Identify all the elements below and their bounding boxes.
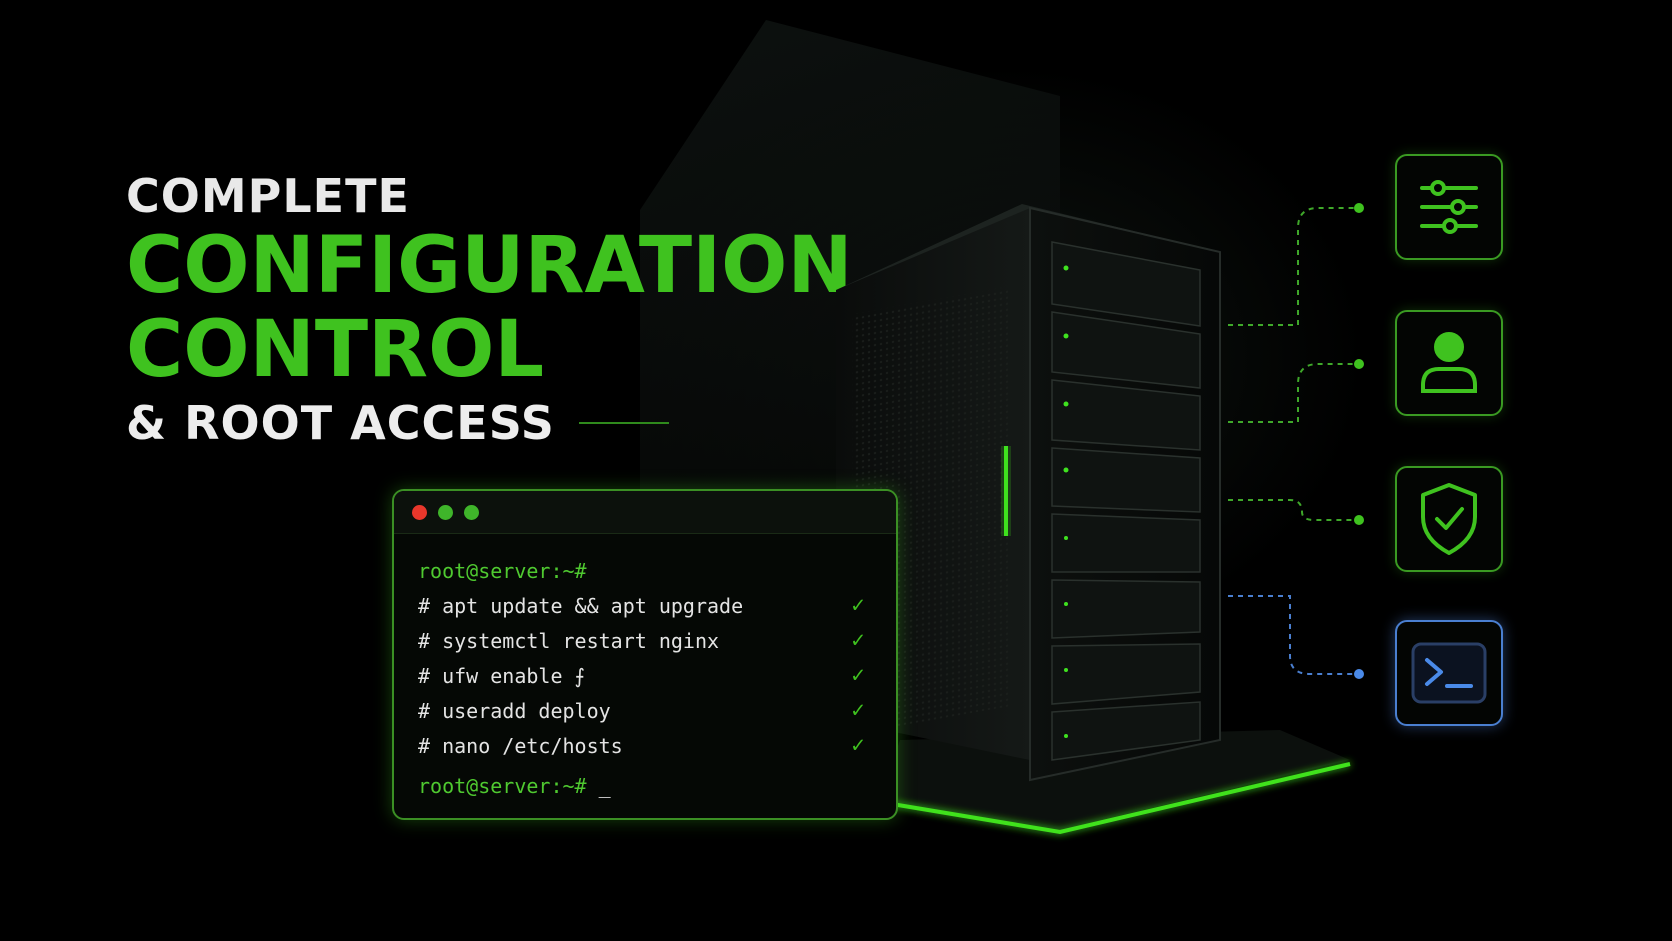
check-icon: ✓: [851, 593, 865, 618]
sliders-icon: [1420, 180, 1478, 234]
check-icon: ✓: [851, 733, 865, 758]
headline-root-access: & ROOT ACCESS: [126, 392, 853, 454]
command-text: # nano /etc/hosts: [418, 733, 623, 758]
terminal-window[interactable]: root@server:~# # apt update && apt upgra…: [392, 489, 898, 820]
command-text: # useradd deploy: [418, 698, 611, 723]
user-icon: [1421, 332, 1477, 393]
command-text: # apt update && apt upgrade: [418, 593, 744, 618]
user-icon-box[interactable]: [1395, 310, 1503, 416]
check-icon: ✓: [851, 663, 865, 688]
headline: COMPLETE CONFIGURATION CONTROL & ROOT AC…: [126, 168, 853, 454]
settings-icon-box[interactable]: [1395, 154, 1503, 260]
check-icon: ✓: [851, 628, 865, 653]
terminal-cursor: _: [598, 774, 611, 798]
shield-check-icon: [1421, 483, 1477, 555]
command-row: # ufw enable ⨍ ✓: [418, 658, 872, 693]
headline-control: CONTROL: [126, 305, 545, 395]
headline-root-access-text: & ROOT ACCESS: [126, 396, 555, 450]
headline-rule: [578, 422, 669, 424]
terminal-prompt-icon: [1411, 642, 1487, 704]
check-icon: ✓: [851, 698, 865, 723]
headline-complete: COMPLETE: [126, 169, 410, 223]
command-row: # useradd deploy ✓: [418, 693, 872, 728]
terminal-prompt: root@server:~#: [418, 559, 587, 583]
command-text: # ufw enable ⨍: [418, 663, 585, 688]
minimize-dot[interactable]: [438, 504, 453, 520]
terminal-icon-box[interactable]: [1395, 620, 1503, 726]
terminal-final-prompt[interactable]: root@server:~# _: [418, 769, 872, 803]
headline-configuration: CONFIGURATION: [126, 221, 853, 311]
command-row: # nano /etc/hosts ✓: [418, 728, 872, 763]
final-prompt-text: root@server:~#: [418, 774, 587, 798]
server-base-platform: [880, 730, 1351, 835]
command-row: # systemctl restart nginx ✓: [418, 623, 872, 658]
maximize-dot[interactable]: [464, 504, 479, 520]
terminal-title-bar: [394, 491, 896, 534]
command-row: # apt update && apt upgrade ✓: [418, 588, 872, 623]
close-dot[interactable]: [412, 504, 427, 520]
command-text: # systemctl restart nginx: [418, 628, 720, 653]
terminal-body[interactable]: root@server:~# # apt update && apt upgra…: [394, 534, 896, 803]
security-icon-box[interactable]: [1395, 466, 1503, 572]
